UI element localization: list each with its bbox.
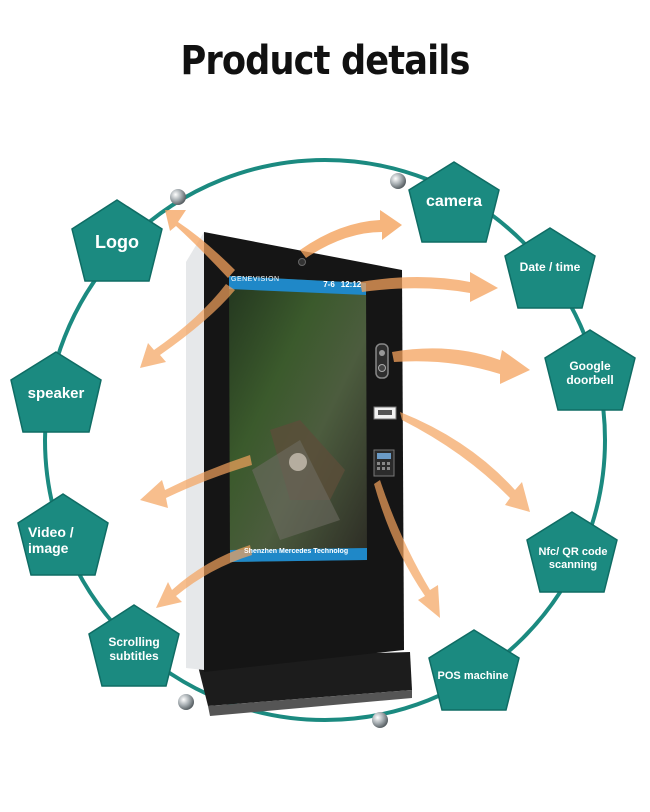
ring-ball-top-left	[170, 189, 186, 205]
screen-date-text: 7-6	[323, 280, 335, 289]
screen-ticker-text: Shenzhen Mercedes Technolog	[244, 548, 349, 555]
feature-label-pos: POS machine	[437, 670, 509, 682]
feature-arrows	[140, 210, 530, 618]
pentagon-speaker	[10, 351, 102, 433]
feature-pentagons	[10, 161, 636, 711]
ring-ball-bottom-left	[178, 694, 194, 710]
pentagon-video	[17, 493, 109, 576]
page-title: Product details	[180, 38, 470, 84]
kiosk-camera	[298, 258, 306, 266]
screen-ticker-bar	[230, 548, 367, 562]
kiosk-side	[186, 232, 204, 670]
feature-label-speaker: speaker	[27, 385, 85, 402]
kiosk-doorbell	[375, 343, 389, 379]
pentagon-logo	[71, 199, 163, 282]
feature-label-scrolling: Scrolling subtitles	[108, 635, 160, 663]
feature-label-nfc: Nfc/ QR code scanning	[538, 546, 608, 571]
pentagon-pos	[428, 629, 520, 711]
feature-label-video: Video / image	[28, 524, 74, 557]
feature-label-camera: camera	[425, 193, 483, 210]
feature-label-datetime: Date / time	[519, 260, 581, 274]
screen-time-text: 12:12	[340, 280, 362, 289]
pentagon-datetime	[504, 227, 596, 309]
screen-brand-text: GENEVISION	[231, 276, 280, 283]
pentagon-doorbell	[544, 329, 636, 411]
feature-ring	[43, 158, 607, 722]
pentagon-camera	[408, 161, 500, 243]
pentagon-nfc	[526, 511, 618, 593]
pentagon-scrolling	[88, 604, 180, 687]
feature-label-doorbell: Google doorbell	[566, 359, 614, 387]
feature-label-logo: Logo	[95, 232, 139, 252]
ring-ball-bottom-right	[372, 712, 388, 728]
ring-ball-top-right	[390, 173, 406, 189]
screen-top-bar	[229, 276, 366, 295]
